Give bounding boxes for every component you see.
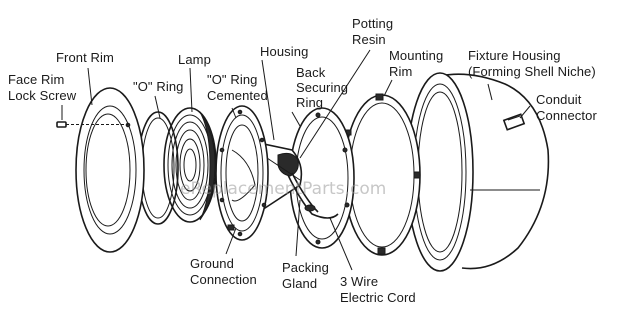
label-packing-gland: Packing Gland xyxy=(282,260,329,291)
svg-text:Rim: Rim xyxy=(389,64,412,79)
svg-text:Conduit: Conduit xyxy=(536,92,582,107)
svg-text:"O" Ring: "O" Ring xyxy=(207,72,258,87)
label-o-ring-cemented: "O" Ring Cemented xyxy=(207,72,268,103)
label-front-rim: Front Rim xyxy=(56,50,114,65)
svg-text:Packing: Packing xyxy=(282,260,329,275)
svg-text:Gland: Gland xyxy=(282,276,317,291)
svg-text:Securing: Securing xyxy=(296,80,348,95)
label-back-securing-ring: Back Securing Ring xyxy=(296,65,348,110)
svg-text:Back: Back xyxy=(296,65,326,80)
face-rim-lock-screw xyxy=(56,121,128,128)
mounting-rim xyxy=(343,93,421,256)
svg-text:Connector: Connector xyxy=(536,108,597,123)
svg-text:Housing: Housing xyxy=(260,44,308,59)
leader-lines xyxy=(61,49,531,271)
svg-text:Electric Cord: Electric Cord xyxy=(340,290,416,305)
label-housing: Housing xyxy=(260,44,308,59)
svg-text:Mounting: Mounting xyxy=(389,48,443,63)
svg-text:Lamp: Lamp xyxy=(178,52,211,67)
svg-text:Fixture Housing: Fixture Housing xyxy=(468,48,561,63)
svg-text:Ground: Ground xyxy=(190,256,234,271)
label-potting-resin: Potting Resin xyxy=(352,16,393,47)
label-face-rim-lock-screw: Face Rim Lock Screw xyxy=(8,72,77,103)
svg-text:(Forming Shell Niche): (Forming Shell Niche) xyxy=(468,64,596,79)
svg-text:Resin: Resin xyxy=(352,32,386,47)
svg-text:Ring: Ring xyxy=(296,95,323,110)
svg-text:3 Wire: 3 Wire xyxy=(340,274,378,289)
label-3-wire-electric-cord: 3 Wire Electric Cord xyxy=(340,274,416,305)
fixture-housing xyxy=(406,72,550,272)
svg-text:"O" Ring: "O" Ring xyxy=(133,79,184,94)
label-o-ring: "O" Ring xyxy=(133,79,184,94)
label-ground-connection: Ground Connection xyxy=(190,256,257,287)
label-mounting-rim: Mounting Rim xyxy=(389,48,443,79)
svg-text:Lock Screw: Lock Screw xyxy=(8,88,77,103)
svg-text:Front Rim: Front Rim xyxy=(56,50,114,65)
svg-text:Cemented: Cemented xyxy=(207,88,268,103)
svg-text:Connection: Connection xyxy=(190,272,257,287)
label-lamp: Lamp xyxy=(178,52,211,67)
front-rim xyxy=(75,87,145,253)
label-fixture-housing: Fixture Housing (Forming Shell Niche) xyxy=(468,48,596,79)
svg-text:Potting: Potting xyxy=(352,16,393,31)
label-conduit-connector: Conduit Connector xyxy=(536,92,597,123)
o-ring-cemented-plate xyxy=(215,105,269,241)
svg-text:Face Rim: Face Rim xyxy=(8,72,64,87)
lamp xyxy=(163,107,217,223)
watermark: eReplacementParts.com xyxy=(180,179,386,199)
